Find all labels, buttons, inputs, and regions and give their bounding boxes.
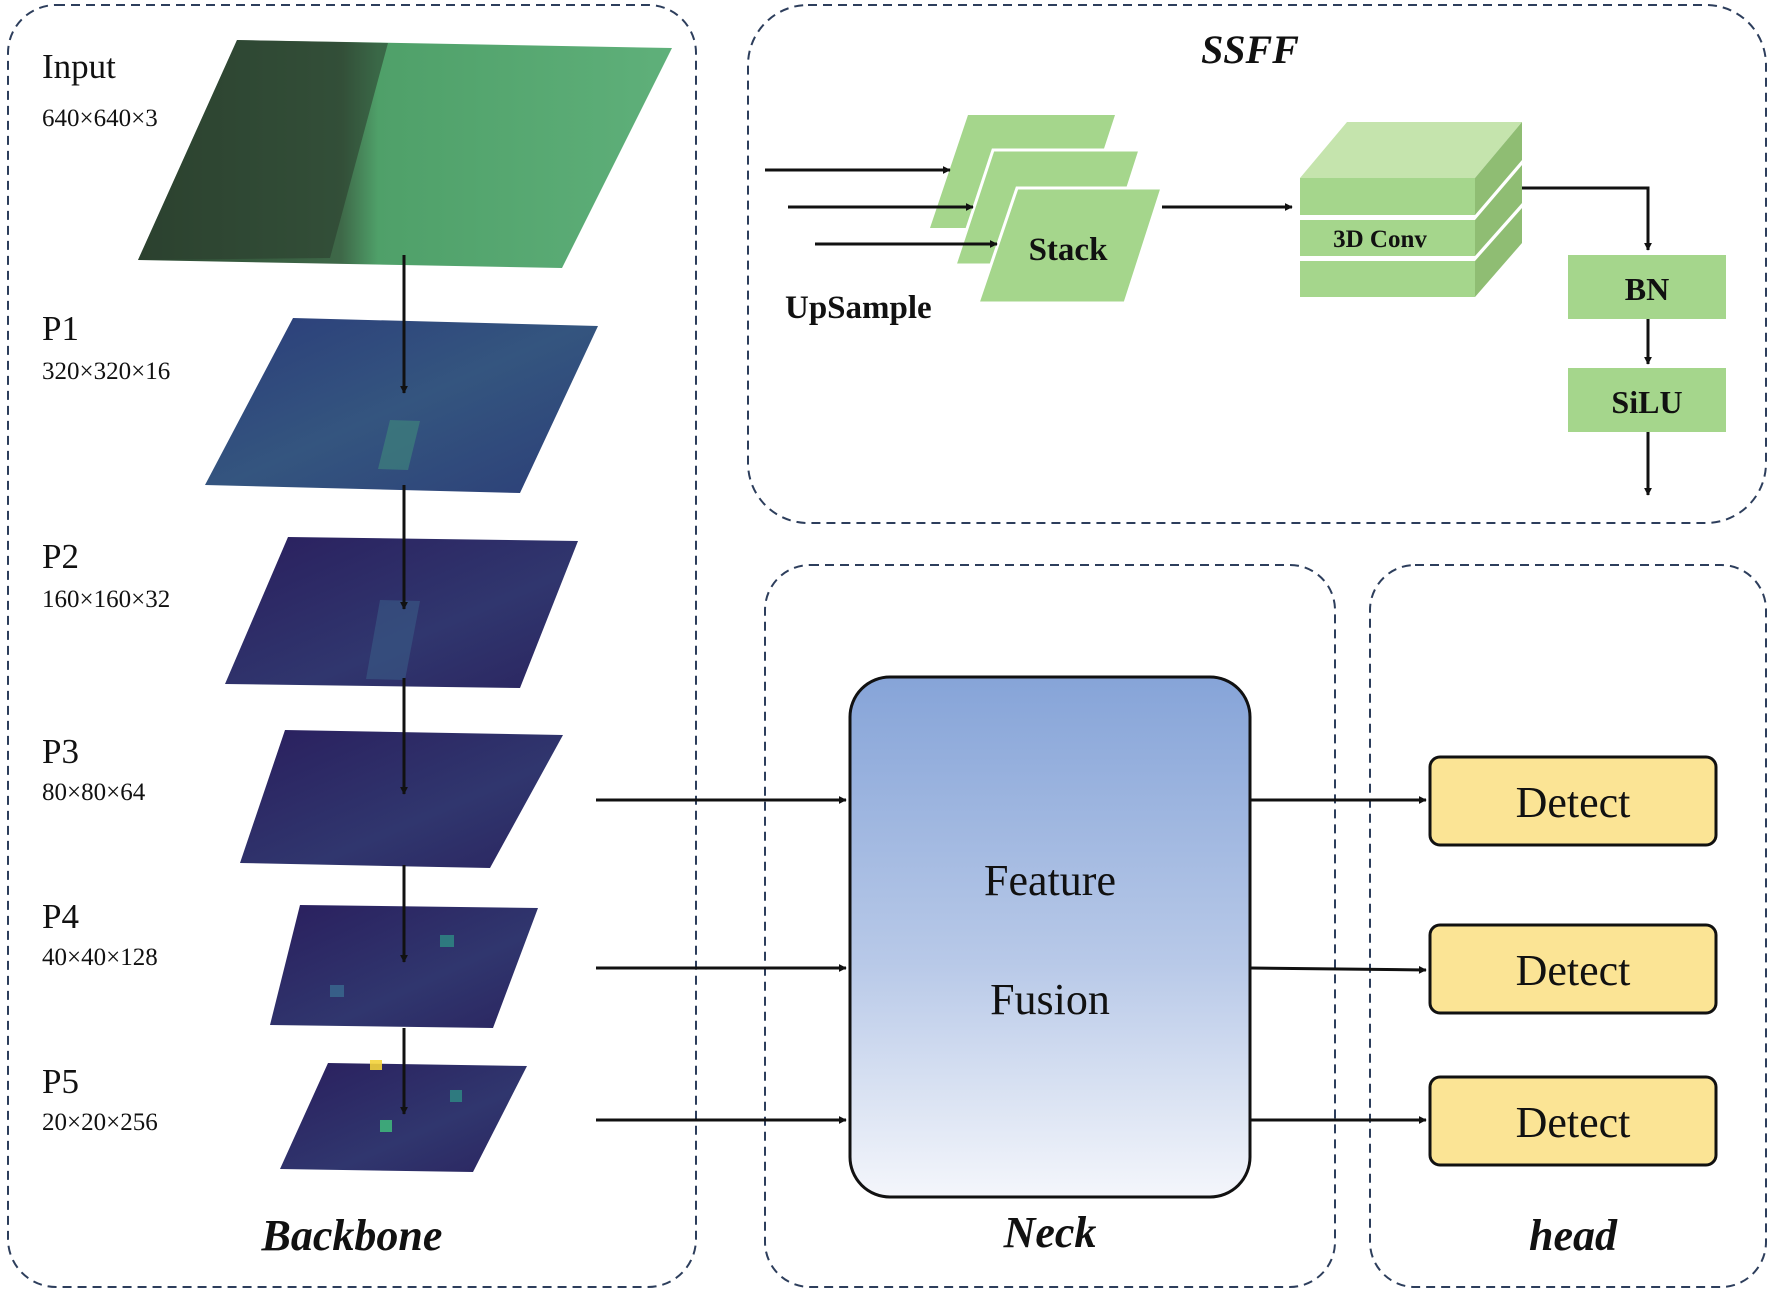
input-image-dark-region [138,40,388,260]
conv3d-slab-side [1475,122,1522,215]
conv3d-slab-side [1475,208,1522,297]
layer-name-p1: P1 [42,309,79,348]
p1-feature-map [205,318,598,493]
p5-pixel-block [450,1090,462,1102]
silu-label: SiLU [1611,384,1682,420]
upsample-label: UpSample [785,290,932,326]
layer-dims-p5: 20×20×256 [42,1109,158,1136]
arrow-neck-to-detect-2 [1249,965,1427,974]
arrow-conv-to-bn [1522,186,1652,251]
layer-dims-p1: 320×320×16 [42,358,170,385]
feature-fusion-box [848,675,1252,1199]
conv3d-slab-side [1475,165,1522,256]
layer-dims-input: 640×640×3 [42,105,158,132]
p2-feature-map-glow [366,600,420,680]
detect-box-3 [1428,1075,1718,1167]
layer-dims-p2: 160×160×32 [42,586,170,613]
fusion-label-line1: Feature [984,856,1116,905]
head-title: head [1529,1211,1618,1260]
detect-box-1 [1428,755,1718,847]
detect-box-2 [1428,923,1718,1015]
p4-pixel-block [440,935,454,947]
neck-title: Neck [1003,1208,1097,1257]
bn-box [1568,255,1726,319]
p5-feature-map [280,1063,527,1172]
layer-name-input: Input [42,47,116,86]
conv3d-block [1300,122,1522,297]
layer-name-p5: P5 [42,1062,79,1101]
stack-label: Stack [1029,232,1108,268]
detect-label-2: Detect [1516,946,1631,995]
ssff-frame [747,4,1767,524]
conv3d-label: 3D Conv [1333,226,1427,253]
p5-pixel-block [370,1060,382,1070]
p1-feature-map-glow [378,420,420,470]
p3-feature-map [240,730,563,868]
detect-label-3: Detect [1516,1098,1631,1147]
conv3d-slab-front [1300,220,1475,256]
conv3d-slab-top [1300,122,1522,178]
conv3d-slab-front [1300,178,1475,215]
p5-pixel-block [380,1120,392,1132]
silu-box [1568,368,1726,432]
layer-name-p3: P3 [42,732,79,771]
layer-name-p2: P2 [42,537,79,576]
neck-frame [764,564,1336,1288]
backbone-title: Backbone [261,1211,443,1260]
stack-layer-front [975,186,1165,305]
layer-dims-p4: 40×40×128 [42,944,158,971]
p4-pixel-block [330,985,344,997]
bn-label: BN [1625,271,1669,307]
backbone-frame [7,4,697,1288]
head-frame [1369,564,1767,1288]
fusion-label-line2: Fusion [990,975,1110,1024]
detect-label-1: Detect [1516,778,1631,827]
ssff-title: SSFF [1201,27,1299,72]
layer-name-p4: P4 [42,897,79,936]
conv3d-slab-front [1300,261,1475,297]
layer-dims-p3: 80×80×64 [42,779,146,806]
p4-feature-map [270,905,538,1028]
